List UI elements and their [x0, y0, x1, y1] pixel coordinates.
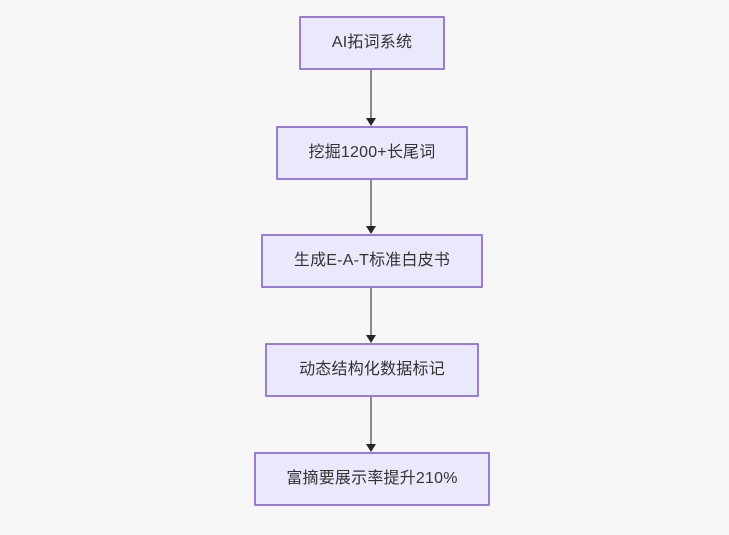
connector-line-2 — [370, 180, 372, 226]
connector-arrowhead-3 — [366, 335, 376, 343]
flow-node-label: 动态结构化数据标记 — [299, 361, 445, 379]
flow-node-rich-snippet-rate-increase[interactable]: 富摘要展示率提升210% — [254, 452, 490, 506]
connector-arrowhead-4 — [366, 444, 376, 452]
flow-node-label: 生成E-A-T标准白皮书 — [293, 252, 451, 270]
connector-line-3 — [370, 288, 372, 335]
connector-line-1 — [370, 70, 372, 118]
flow-node-label: AI拓词系统 — [331, 34, 413, 52]
flow-node-ai-keyword-system[interactable]: AI拓词系统 — [299, 16, 445, 70]
flow-node-generate-eat-whitepaper[interactable]: 生成E-A-T标准白皮书 — [261, 234, 483, 288]
flow-node-label: 富摘要展示率提升210% — [286, 470, 458, 488]
connector-arrowhead-2 — [366, 226, 376, 234]
flow-node-label: 挖掘1200+长尾词 — [308, 144, 436, 162]
flow-node-mine-longtail-keywords[interactable]: 挖掘1200+长尾词 — [276, 126, 468, 180]
flow-node-dynamic-structured-data-markup[interactable]: 动态结构化数据标记 — [265, 343, 479, 397]
connector-line-4 — [370, 397, 372, 444]
connector-arrowhead-1 — [366, 118, 376, 126]
